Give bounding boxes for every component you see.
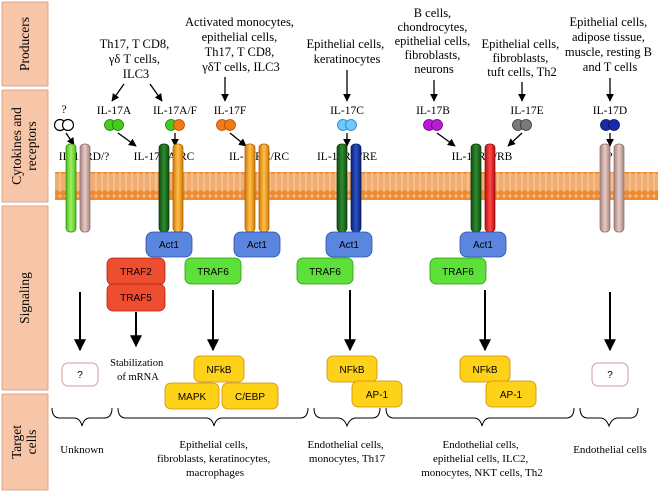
target-1: Unknown (60, 444, 104, 456)
traf6-box-1 (184, 257, 242, 285)
traf6-label-3: TRAF6 (442, 267, 474, 278)
il17e-dimer (512, 119, 532, 131)
ap1-label-1: AP-1 (366, 390, 389, 401)
ap1-box-1 (351, 380, 403, 408)
producer-4: B cells, chondrocytes, epithelial cells,… (395, 6, 474, 76)
receptor-chains (65, 143, 625, 233)
sidebar-target-panel (1, 393, 49, 491)
act1-label-2: Act1 (247, 240, 267, 251)
stabilization-label: Stabilization of mRNA (110, 358, 166, 383)
il17c-dimer (337, 119, 357, 131)
receptor-rarb (470, 143, 496, 233)
sidebar-cytokines-panel (1, 89, 49, 203)
act1-label-3: Act1 (339, 240, 359, 251)
receptor-unknown (599, 143, 625, 233)
unknown-signal-label-2: ? (607, 370, 613, 381)
traf6-box-2 (296, 257, 354, 285)
sidebar-signaling-panel (1, 205, 49, 391)
downstream-effectors: ? Stabilization of mRNA NFkB MAPK C/EBP … (61, 355, 629, 410)
sidebar: Producers Cytokines and receptors Signal… (1, 1, 49, 491)
receptor-rcrc (244, 143, 270, 233)
act1-box-4 (459, 231, 507, 258)
il17d-label: IL-17D (593, 105, 628, 117)
il17f-dimer (216, 119, 236, 131)
label-target-1: Target (9, 425, 24, 459)
cytokine-dimers (53, 118, 620, 132)
il17d-dimer (600, 119, 620, 131)
nfkb-box-1 (193, 355, 245, 383)
unknown-ligand-dimer (53, 118, 75, 132)
ap1-label-2: AP-1 (500, 390, 523, 401)
act1-box-1 (145, 231, 193, 258)
il17c-label: IL-17C (330, 105, 364, 117)
nfkb-label-1: NFkB (207, 365, 232, 376)
traf2-label: TRAF2 (120, 267, 152, 278)
il17a-dimer (104, 119, 124, 131)
producer-6: Epithelial cells, adipose tissue, muscle… (565, 15, 655, 74)
cytokine-labels: ? IL-17A IL-17A/F IL-17F IL-17C IL-17B I… (61, 104, 627, 117)
nfkb-label-3: NFkB (473, 365, 498, 376)
nfkb-box-2 (326, 355, 378, 383)
traf6-label-2: TRAF6 (309, 267, 341, 278)
binding-arrows (65, 132, 614, 147)
traf6-box-3 (429, 257, 487, 285)
il17e-label: IL-17E (510, 105, 543, 117)
act1-box-2 (233, 231, 281, 258)
signaling-arrows (74, 290, 616, 352)
target-cells: Unknown Epithelial cells, fibroblasts, k… (60, 439, 647, 479)
target-3: Endothelial cells, monocytes, Th17 (307, 439, 386, 465)
target-5: Endothelial cells (573, 444, 647, 456)
producer-5: Epithelial cells, fibroblasts, tuft cell… (482, 37, 563, 79)
ap1-box-2 (485, 380, 537, 408)
traf-adaptors: TRAF2 TRAF5 TRAF6 TRAF6 TRAF6 (106, 257, 487, 312)
producer-2: Activated monocytes, epithelial cells, T… (185, 15, 297, 74)
nfkb-box-3 (459, 355, 511, 383)
sidebar-producers-panel (1, 1, 49, 87)
producer-3: Epithelial cells, keratinocytes (307, 37, 388, 66)
producer-arrows (111, 70, 614, 102)
unknown-signal-box-1 (61, 362, 99, 387)
traf6-label-1: TRAF6 (197, 267, 229, 278)
cebp-box (221, 382, 279, 410)
il17b-dimer (423, 119, 443, 131)
label-cytokines-2: receptors (24, 121, 39, 170)
target-2: Epithelial cells, fibroblasts, keratinoc… (157, 439, 273, 479)
label-target-2: cells (24, 430, 39, 455)
label-cytokines-1: Cytokines and (9, 107, 24, 185)
act1-box-3 (325, 231, 373, 258)
target-braces (51, 407, 639, 428)
cytokine-unknown-label: ? (61, 104, 66, 116)
receptor-rarb-label: IL-17RA/RB (452, 151, 513, 163)
producers: Th17, T CD8, γδ T cells, ILC3 Activated … (100, 6, 655, 81)
act1-label-4: Act1 (473, 240, 493, 251)
il17af-dimer (165, 119, 185, 131)
act1-label-1: Act1 (159, 240, 179, 251)
nfkb-label-2: NFkB (340, 365, 365, 376)
cebp-label: C/EBP (235, 392, 265, 403)
label-signaling: Signaling (17, 272, 32, 324)
mapk-label: MAPK (178, 392, 207, 403)
traf5-box (106, 283, 166, 312)
il17af-label: IL-17A/F (153, 105, 197, 117)
mapk-box (164, 382, 220, 410)
il17b-label: IL-17B (416, 105, 450, 117)
receptor-rare (336, 143, 362, 233)
receptor-labels: IL-17RD/? IL-17RA/RC IL-17RC/RC IL-17RA/… (59, 151, 613, 163)
unknown-signal-label-1: ? (77, 370, 83, 381)
target-4: Endothelial cells, epithelial cells, ILC… (421, 439, 543, 479)
il17a-label: IL-17A (97, 105, 132, 117)
producer-1: Th17, T CD8, γδ T cells, ILC3 (100, 37, 173, 81)
il17f-label: IL-17F (214, 105, 247, 117)
label-producers: Producers (17, 17, 32, 71)
receptor-rd (65, 143, 91, 233)
unknown-signal-box-2 (591, 362, 629, 387)
traf5-label: TRAF5 (120, 293, 152, 304)
act1-adaptors: Act1 Act1 Act1 Act1 (145, 231, 507, 258)
